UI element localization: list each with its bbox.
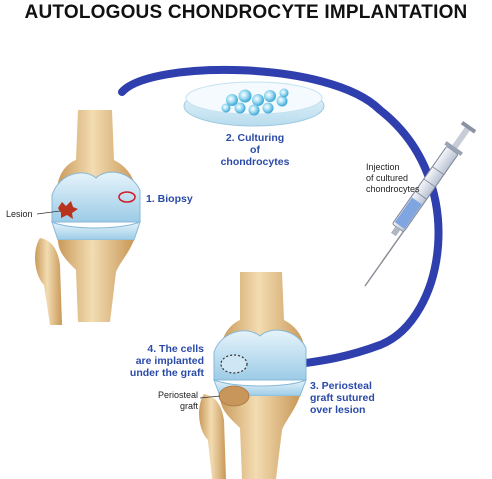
step-implanted-label: 4. The cells are implanted under the gra… bbox=[118, 343, 204, 379]
periosteal-graft bbox=[218, 385, 250, 407]
injection-line1: Injection bbox=[366, 162, 400, 172]
step-culturing-line2: of chondrocytes bbox=[220, 144, 290, 168]
step-periosteal-line2: graft sutured bbox=[310, 392, 375, 404]
step-culturing-line1: 2. Culturing bbox=[225, 132, 285, 144]
lesion-mark bbox=[58, 201, 78, 219]
step-periosteal-label: 3. Periosteal graft sutured over lesion bbox=[310, 380, 375, 416]
culture-dish bbox=[183, 81, 325, 127]
graft-leader bbox=[199, 395, 221, 399]
periosteal-graft-line2: graft bbox=[179, 401, 198, 411]
diagram-title: AUTOLOGOUS CHONDROCYTE IMPLANTATION bbox=[24, 2, 468, 23]
injection-line2: of cultured bbox=[366, 173, 409, 183]
syringe bbox=[364, 121, 477, 287]
step-biopsy-label: 1. Biopsy bbox=[146, 193, 193, 205]
knee-top bbox=[35, 110, 141, 325]
step-culturing-label: 2. Culturing of chondrocytes bbox=[219, 132, 291, 168]
injection-label: Injection of cultured chondrocytes bbox=[366, 162, 420, 195]
knee-bottom bbox=[199, 272, 307, 479]
step-implanted-line2: are implanted bbox=[135, 355, 204, 367]
step-implanted-line3: under the graft bbox=[129, 367, 204, 379]
step-implanted-line1: 4. The cells bbox=[147, 343, 204, 355]
lesion-label: Lesion bbox=[6, 209, 33, 219]
lesion-leader bbox=[36, 210, 61, 215]
periosteal-graft-line1: Periosteal bbox=[157, 390, 198, 400]
injection-line3: chondrocytes bbox=[366, 184, 420, 194]
step-periosteal-line3: over lesion bbox=[310, 404, 366, 416]
step-periosteal-line1: 3. Periosteal bbox=[310, 380, 372, 392]
periosteal-graft-label: Periosteal graft bbox=[150, 390, 198, 412]
